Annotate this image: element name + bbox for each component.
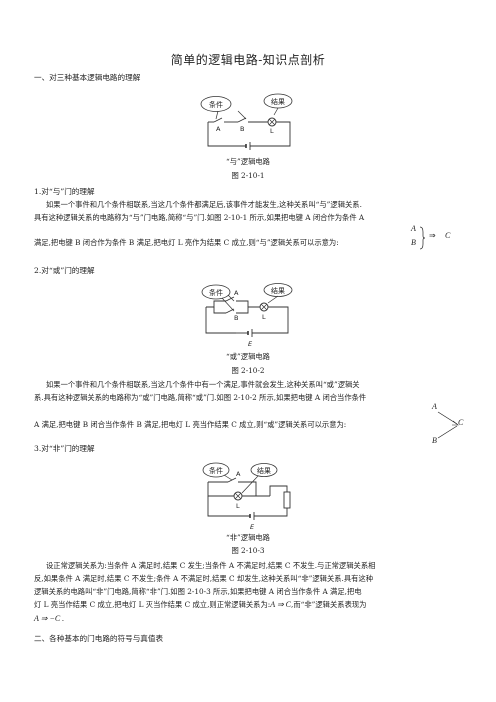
not-para-line-1: 设正常逻辑关系为:当条件 A 满足时,结果 C 发生;当条件 A 不满足时,结果…	[46, 561, 376, 570]
and-para-line-1: 如果一个事件和几个条件相联系,当这几个条件都满足后,该事件才能发生,这种关系叫“…	[46, 200, 362, 209]
or-circuit-diagram: 条件 结果 A B L E	[201, 283, 293, 348]
svg-text:B: B	[240, 125, 244, 133]
or-para-line-2: 系.具有这种逻辑关系的电路称为“或”门电路,简称“或”门.如图 2-10-2 所…	[34, 393, 367, 402]
resistor-icon	[283, 491, 291, 509]
svg-text:条件: 条件	[209, 288, 223, 297]
svg-text:A: A	[216, 125, 221, 133]
and-para-line-2: 具有这种逻辑关系的电路称为“与”门电路,简称“与”门.如图 2-10-1 所示,…	[34, 213, 365, 222]
svg-text:B: B	[234, 314, 238, 322]
not-formula: A ⇒ −C .	[34, 614, 65, 623]
svg-text:L: L	[262, 313, 266, 321]
svg-text:结果: 结果	[257, 466, 271, 475]
condition-label: 条件	[209, 100, 223, 109]
or-formula: A B C	[432, 402, 464, 445]
page-title: 简单的逻辑电路-知识点剖析	[170, 53, 326, 67]
svg-text:条件: 条件	[209, 466, 223, 475]
svg-text:A: A	[234, 289, 239, 297]
subheading-or: 2.对“或”门的理解	[34, 266, 95, 275]
svg-text:E: E	[248, 340, 253, 348]
not-para-line-3: 逻辑关系的电路叫“非”门电路,简称“非”门.如图 2-10-3 所示,如果把电键…	[34, 587, 362, 596]
not-para-line-4: 灯 L 亮当作结果 C 成立,把电灯 L 灭当作结果 C 成立,则正常逻辑关系为…	[34, 600, 367, 609]
and-formula: A B ⇒ C	[411, 224, 451, 250]
and-circuit-diagram: 条件 结果 A B L	[200, 93, 293, 150]
not-para-line-2: 反,如果条件 A 满足时,结果 C 不发生;条件 A 不满足时,结果 C 却发生…	[34, 574, 374, 583]
result-label: 结果	[271, 97, 285, 106]
condition-bubble	[200, 96, 232, 112]
figure-3-caption: “非”逻辑电路	[226, 533, 270, 542]
figure-1-number: 图 2-10-1	[231, 171, 265, 180]
figure-1-caption: “与”逻辑电路	[226, 157, 270, 166]
subheading-not: 3.对“非”门的理解	[34, 444, 95, 453]
or-para-line-1: 如果一个事件和几个条件相联系,当这几个条件中有一个满足,事件就会发生,这种关系叫…	[46, 380, 360, 389]
not-circuit-diagram: 条件 结果 A L E	[202, 462, 291, 531]
svg-text:A: A	[236, 470, 241, 478]
section-heading-2: 二、各种基本的门电路的符号与真值表	[34, 634, 164, 643]
subheading-and: 1.对“与”门的理解	[34, 187, 95, 196]
or-para-line-3: A 满足,把电键 B 闭合当作条件 B 满足,把电灯 L 亮当作结果 C 成立,…	[34, 420, 347, 429]
section-heading-1: 一、对三种基本逻辑电路的理解	[34, 73, 141, 82]
svg-text:E: E	[250, 523, 255, 531]
figure-2-number: 图 2-10-2	[231, 366, 265, 375]
figure-3-number: 图 2-10-3	[231, 546, 265, 555]
svg-text:L: L	[236, 502, 240, 510]
svg-text:结果: 结果	[271, 286, 285, 295]
figure-2-caption: “或”逻辑电路	[226, 352, 270, 361]
and-para-line-3: 满足,把电键 B 闭合作为条件 B 满足,把电灯 L 亮作为结果 C 成立,则“…	[34, 238, 339, 247]
svg-text:L: L	[270, 127, 274, 135]
